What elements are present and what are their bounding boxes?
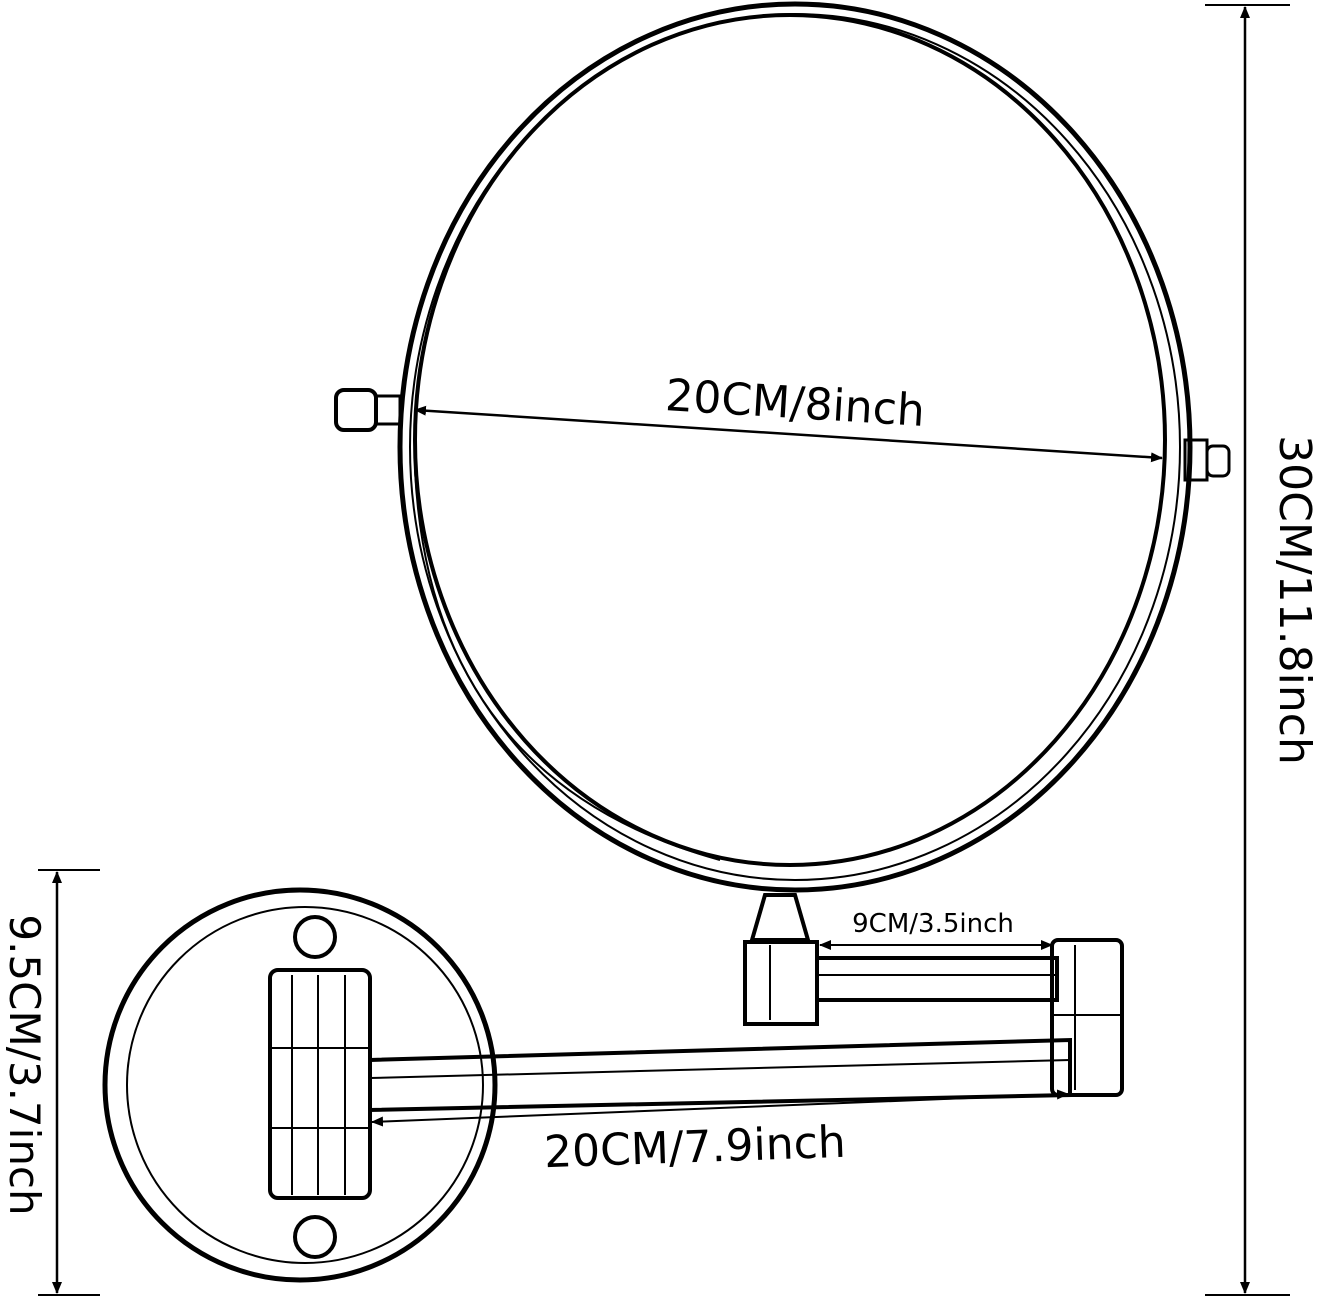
short-arm bbox=[815, 956, 1059, 1002]
base-column bbox=[268, 968, 372, 1200]
base-diameter-label: 9.5CM/3.7inch bbox=[0, 914, 49, 1215]
mirror-diameter-label: 20CM/8inch bbox=[664, 370, 926, 437]
elbow-joint bbox=[1050, 938, 1124, 1097]
right-pivot-knob bbox=[1183, 438, 1231, 482]
long-arm-label: 20CM/7.9inch bbox=[543, 1117, 846, 1178]
base-dimension bbox=[38, 869, 100, 1296]
left-pivot-knob bbox=[334, 388, 402, 432]
short-arm-label: 9CM/3.5inch bbox=[852, 909, 1014, 939]
mirror-diameter-arrow bbox=[414, 405, 1163, 463]
mirror-neck bbox=[743, 893, 819, 1026]
total-height-label: 30CM/11.8inch bbox=[1269, 435, 1317, 765]
long-arm-arrow bbox=[371, 1089, 1069, 1127]
wall-base-plate bbox=[102, 887, 498, 1283]
long-arm bbox=[368, 1037, 1072, 1113]
mirror-head bbox=[397, 1, 1193, 893]
height-dimension bbox=[1205, 4, 1290, 1296]
